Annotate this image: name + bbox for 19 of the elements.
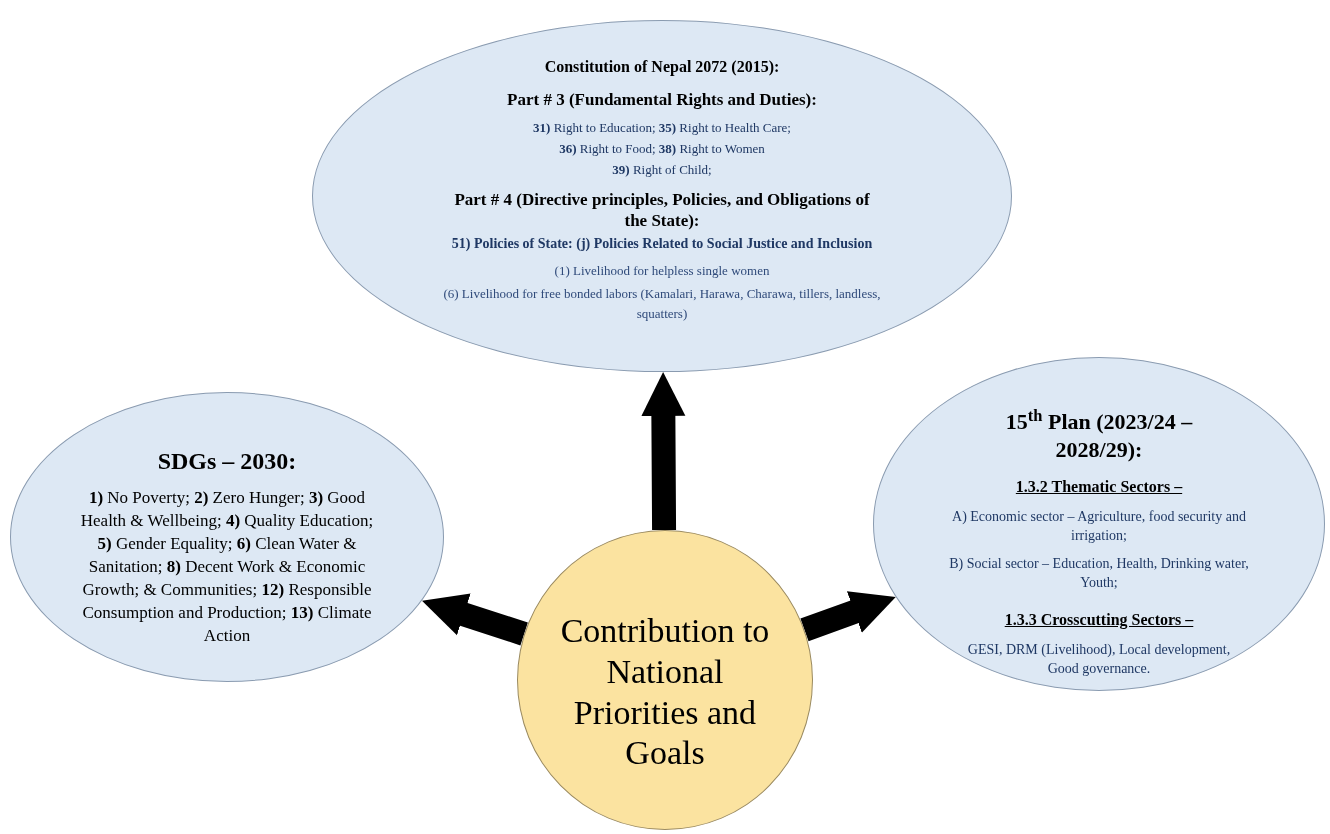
node-text: Constitution of Nepal 2072 (2015): — [544, 57, 780, 78]
node-text: Part # 4 (Directive principles, Policies, and Obligations of the State): — [453, 188, 871, 232]
node-text: 15$^{th}$ Plan (2023/24 – 2028/29): — [1004, 408, 1194, 463]
node-text: Part # 3 (Fundamental Rights and Duties): — [507, 89, 817, 111]
node-text: Contribution to National Priorities and Goals — [559, 611, 771, 774]
node-text: SDGs – 2030: — [157, 447, 297, 476]
node-text: 1) No Poverty; 2) Zero Hunger; 3) Good Health & Wellbeing; 4) Quality Education; 5) Gender Equality; 6) Clean Water & Sanitation; 8) Decent Work & Economic Growth; & Communities; 12) Responsible Consumption and Production; 13) Climate Action — [79, 487, 375, 647]
node-text: 1.3.3 Crosscutting Sectors – — [1004, 610, 1194, 631]
node-text: (6) Livelihood for free bonded labors (Kamalari, Harawa, Charawa, tillers, landless, squatters) — [442, 285, 882, 323]
node-text: (1) Livelihood for helpless single women — [554, 261, 770, 280]
block-arrow — [641, 371, 686, 531]
node-text: 1.3.2 Thematic Sectors – — [1015, 477, 1183, 497]
node-text: 31) Right to Education; 35) Right to Health Care; — [533, 118, 791, 137]
node-text: GESI, DRM (Livelihood), Local development, Good governance. — [966, 641, 1232, 679]
node-text: 36) Right to Food; 38) Right to Women — [559, 139, 765, 158]
node-text: 51) Policies of State: (j) Policies Related to Social Justice and Inclusion — [451, 235, 873, 253]
node-text: 39) Right of Child; — [612, 161, 712, 180]
node-text: A) Economic sector – Agriculture, food security and irrigation; — [951, 508, 1247, 546]
node-text: B) Social sector – Education, Health, Drinking water, Youth; — [948, 554, 1250, 592]
